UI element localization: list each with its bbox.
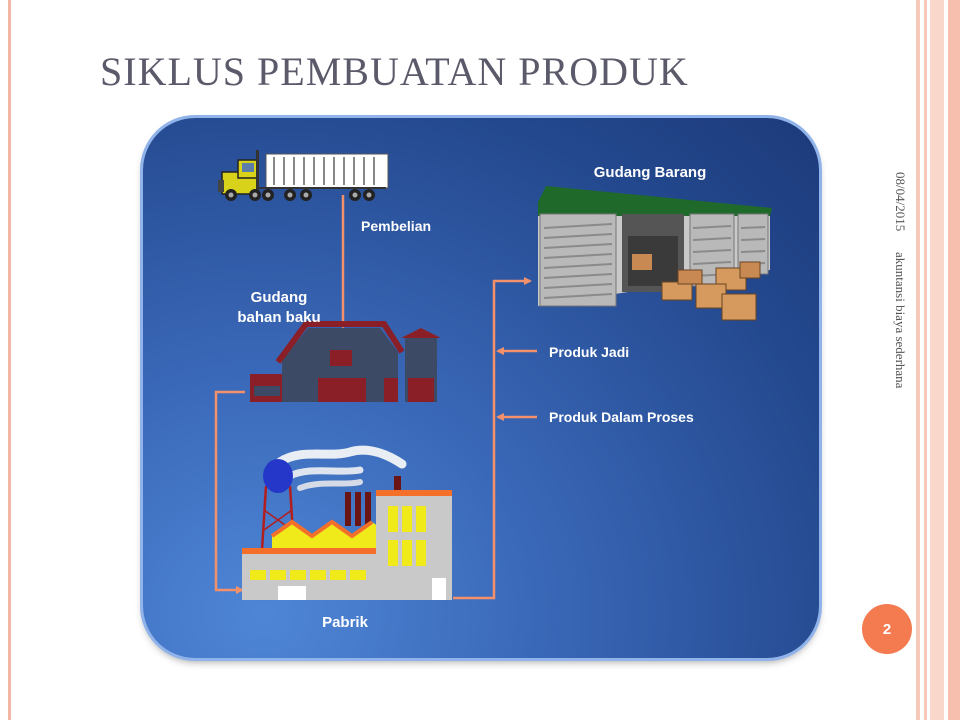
factory-label: Pabrik: [322, 614, 369, 631]
raw-material-warehouse-icon: [250, 321, 441, 402]
truck-icon: [218, 150, 389, 201]
slide-title: SIKLUS PEMBUATAN PRODUK: [100, 49, 689, 94]
right-decorative-stripes: [916, 0, 960, 720]
factory-to-warehouse-arrow: [453, 277, 532, 600]
raw-to-factory-arrow: [214, 390, 245, 594]
goods-warehouse-label: Gudang Barang: [594, 164, 707, 181]
wip-label: Produk Dalam Proses: [549, 409, 694, 425]
slide-date: 08/04/2015: [893, 172, 908, 232]
goods-warehouse-icon: [538, 186, 772, 321]
slide-footer: akuntansi biaya sederhana: [893, 252, 908, 389]
factory-icon: [242, 445, 452, 600]
raw-warehouse-label-line1: Gudang: [251, 289, 308, 306]
finished-goods-label: Produk Jadi: [549, 344, 629, 360]
left-accent-bar: [8, 0, 11, 720]
page-number-badge: 2: [862, 604, 912, 654]
purchase-label: Pembelian: [361, 218, 431, 234]
raw-warehouse-label-line2: bahan baku: [237, 309, 320, 326]
flow-arrows: [214, 195, 537, 600]
